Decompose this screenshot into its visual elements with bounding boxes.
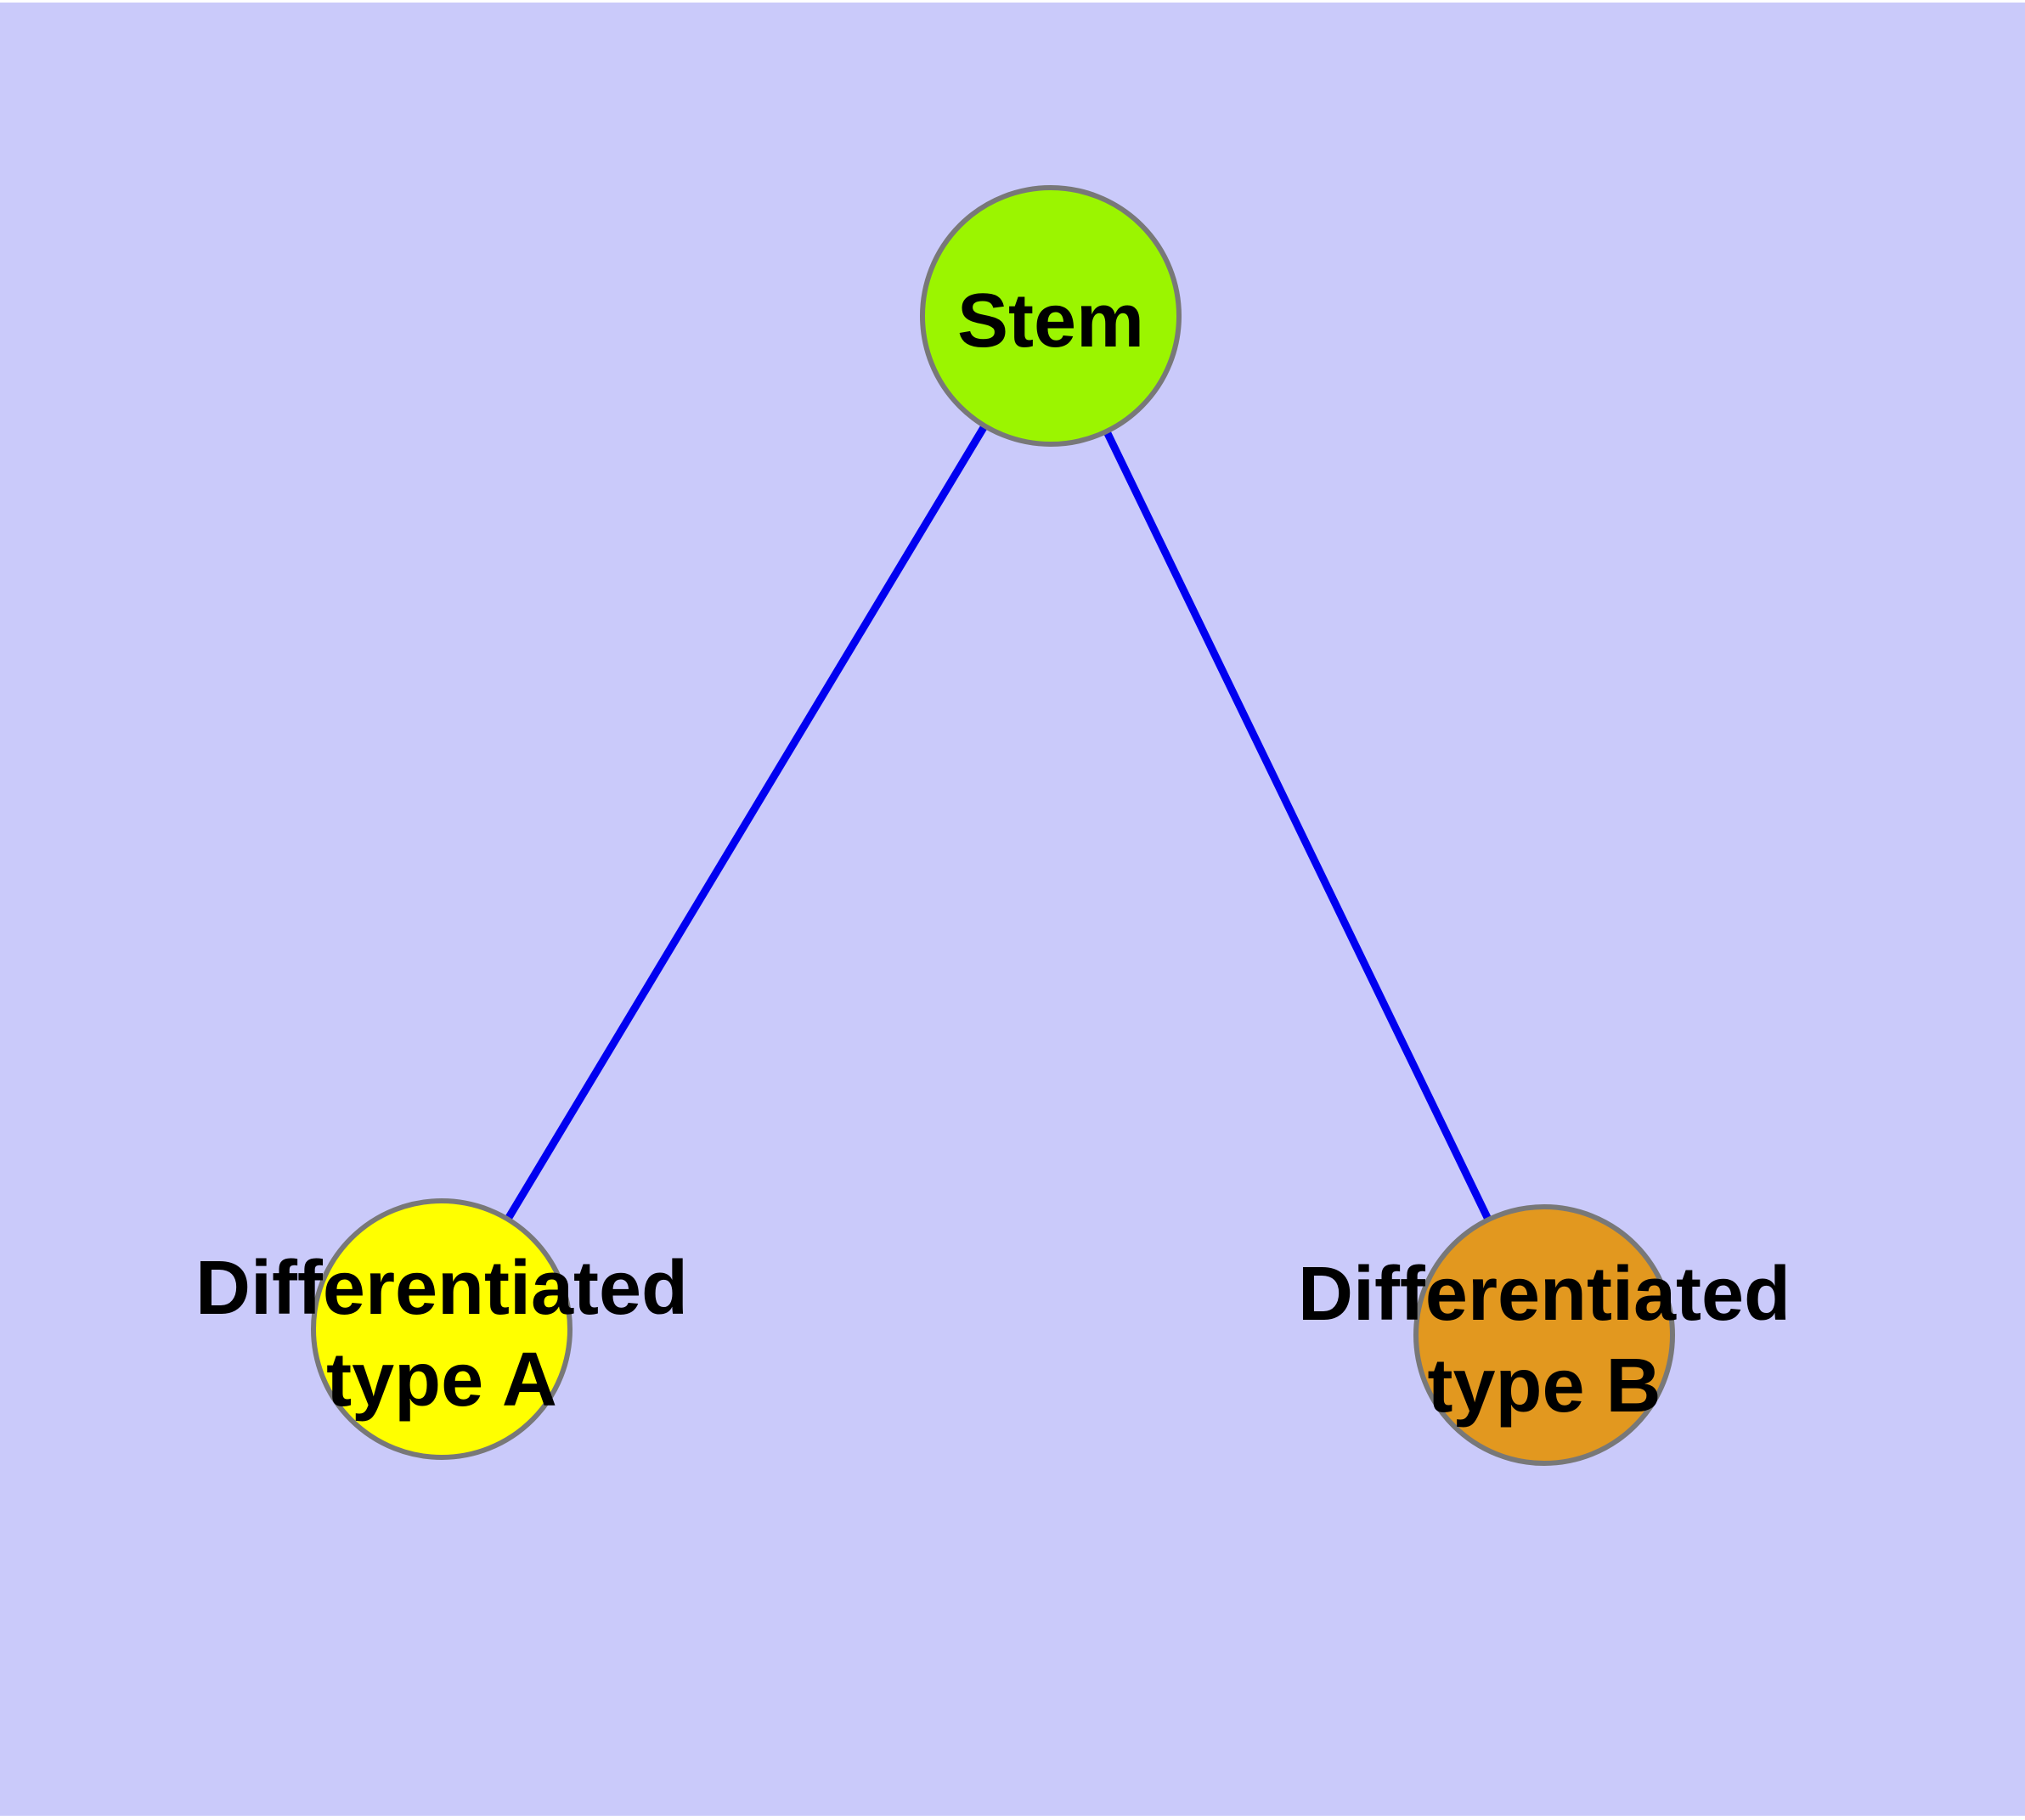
node-type-a-circle [311, 1198, 573, 1460]
nodes-layer [311, 185, 1675, 1466]
node-stem-label-line: Stem [957, 279, 1144, 363]
node-type-b-circle [1413, 1204, 1675, 1466]
edge-stem-type-b [1046, 314, 1548, 1337]
edge-stem-type-a [438, 313, 1054, 1332]
node-type-b-label-line: Differentiated [1298, 1252, 1791, 1337]
edges-layer [438, 313, 1548, 1337]
node-type-a-label-line: Differentiated [195, 1246, 688, 1331]
node-stem-circle [920, 185, 1182, 447]
node-stem-label: Stem [957, 279, 1144, 363]
node-type-b-label-line: type B [1427, 1344, 1661, 1428]
node-type-a-label-line: type A [326, 1338, 557, 1423]
